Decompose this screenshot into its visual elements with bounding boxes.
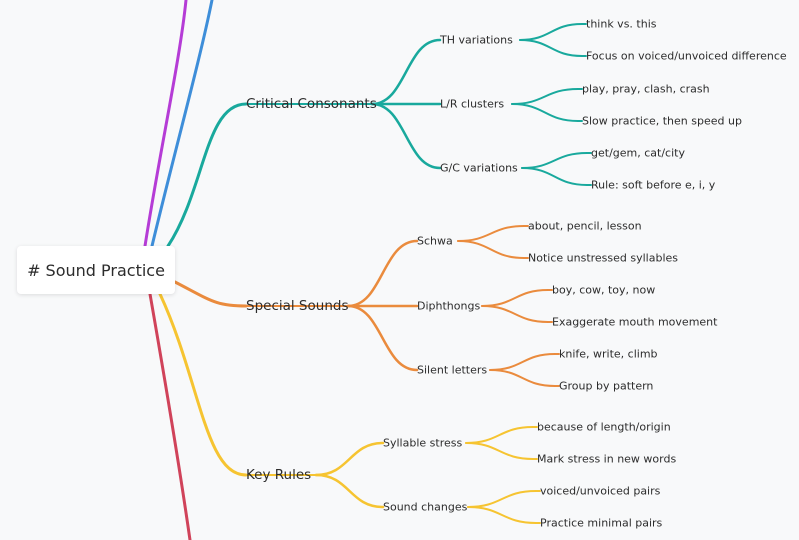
leaf-boy-cow[interactable]: boy, cow, toy, now xyxy=(552,283,656,297)
leaf-voiced-unvoiced-difference[interactable]: Focus on voiced/unvoiced difference xyxy=(586,49,787,63)
node-gc-variations[interactable]: G/C variations xyxy=(440,161,518,175)
connector-leaf-gc-1 xyxy=(521,167,588,186)
leaf-soft-rule[interactable]: Rule: soft before e, i, y xyxy=(591,178,716,192)
node-silent-letters[interactable]: Silent letters xyxy=(417,363,488,377)
connector-schwa xyxy=(346,239,419,308)
connector-leaf-th-1 xyxy=(519,39,583,57)
connector-gc xyxy=(370,102,442,170)
connector-leaf-changes-0 xyxy=(467,490,537,508)
connector-key-rules xyxy=(158,292,248,477)
connector-leaf-gc-0 xyxy=(521,152,588,169)
connector-changes xyxy=(314,473,385,509)
connector-leaf-diphthongs-1 xyxy=(481,305,549,323)
leaf-mark-stress[interactable]: Mark stress in new words xyxy=(537,452,677,466)
node-th-variations[interactable]: TH variations xyxy=(440,33,513,47)
branch-key-rules[interactable]: Key Rules xyxy=(246,467,312,483)
leaf-length-origin[interactable]: because of length/origin xyxy=(537,420,671,434)
branch-special-sounds[interactable]: Special Sounds xyxy=(246,298,349,314)
leaf-group-pattern[interactable]: Group by pattern xyxy=(559,379,654,393)
connector-leaf-lr-1 xyxy=(511,103,579,122)
leaf-slow-practice[interactable]: Slow practice, then speed up xyxy=(582,114,742,128)
connector-offscreen-red xyxy=(148,292,192,540)
node-diphthongs[interactable]: Diphthongs xyxy=(417,299,481,313)
root-node[interactable]: # Sound Practice xyxy=(17,246,175,294)
connector-th xyxy=(370,38,442,106)
connector-special-sounds xyxy=(173,280,248,308)
connector-offscreen-blue xyxy=(150,0,214,248)
leaf-unstressed-syllables[interactable]: Notice unstressed syllables xyxy=(528,251,679,265)
connector-leaf-changes-1 xyxy=(467,506,537,524)
node-syllable-stress[interactable]: Syllable stress xyxy=(383,436,463,450)
leaf-think-vs-this[interactable]: think vs. this xyxy=(586,17,657,31)
connector-leaf-stress-0 xyxy=(465,426,534,444)
node-schwa[interactable]: Schwa xyxy=(417,234,453,248)
leaf-minimal-pairs[interactable]: Practice minimal pairs xyxy=(540,516,663,530)
connector-silent xyxy=(346,304,419,372)
connector-leaf-schwa-1 xyxy=(457,240,525,259)
connector-leaf-schwa-0 xyxy=(457,225,525,242)
leaf-play-pray[interactable]: play, pray, clash, crash xyxy=(582,82,710,96)
connector-leaf-th-0 xyxy=(519,23,583,41)
leaf-get-gem[interactable]: get/gem, cat/city xyxy=(591,146,685,160)
connector-leaf-silent-1 xyxy=(489,369,556,387)
connector-critical-consonants xyxy=(166,102,248,248)
leaf-voiced-pairs[interactable]: voiced/unvoiced pairs xyxy=(540,484,661,498)
connector-leaf-diphthongs-0 xyxy=(481,289,549,307)
leaf-about-pencil[interactable]: about, pencil, lesson xyxy=(528,219,642,233)
branch-critical-consonants[interactable]: Critical Consonants xyxy=(246,96,377,112)
connector-stress xyxy=(314,441,385,477)
connector-offscreen-purple xyxy=(143,0,188,248)
node-lr-clusters[interactable]: L/R clusters xyxy=(440,97,505,111)
leaf-knife-write[interactable]: knife, write, climb xyxy=(559,347,658,361)
node-sound-changes[interactable]: Sound changes xyxy=(383,500,468,514)
leaf-mouth-movement[interactable]: Exaggerate mouth movement xyxy=(552,315,718,329)
connector-leaf-stress-1 xyxy=(465,442,534,460)
connector-leaf-lr-0 xyxy=(511,88,579,105)
connector-leaf-silent-0 xyxy=(489,353,556,371)
root-node-label: # Sound Practice xyxy=(27,260,165,280)
